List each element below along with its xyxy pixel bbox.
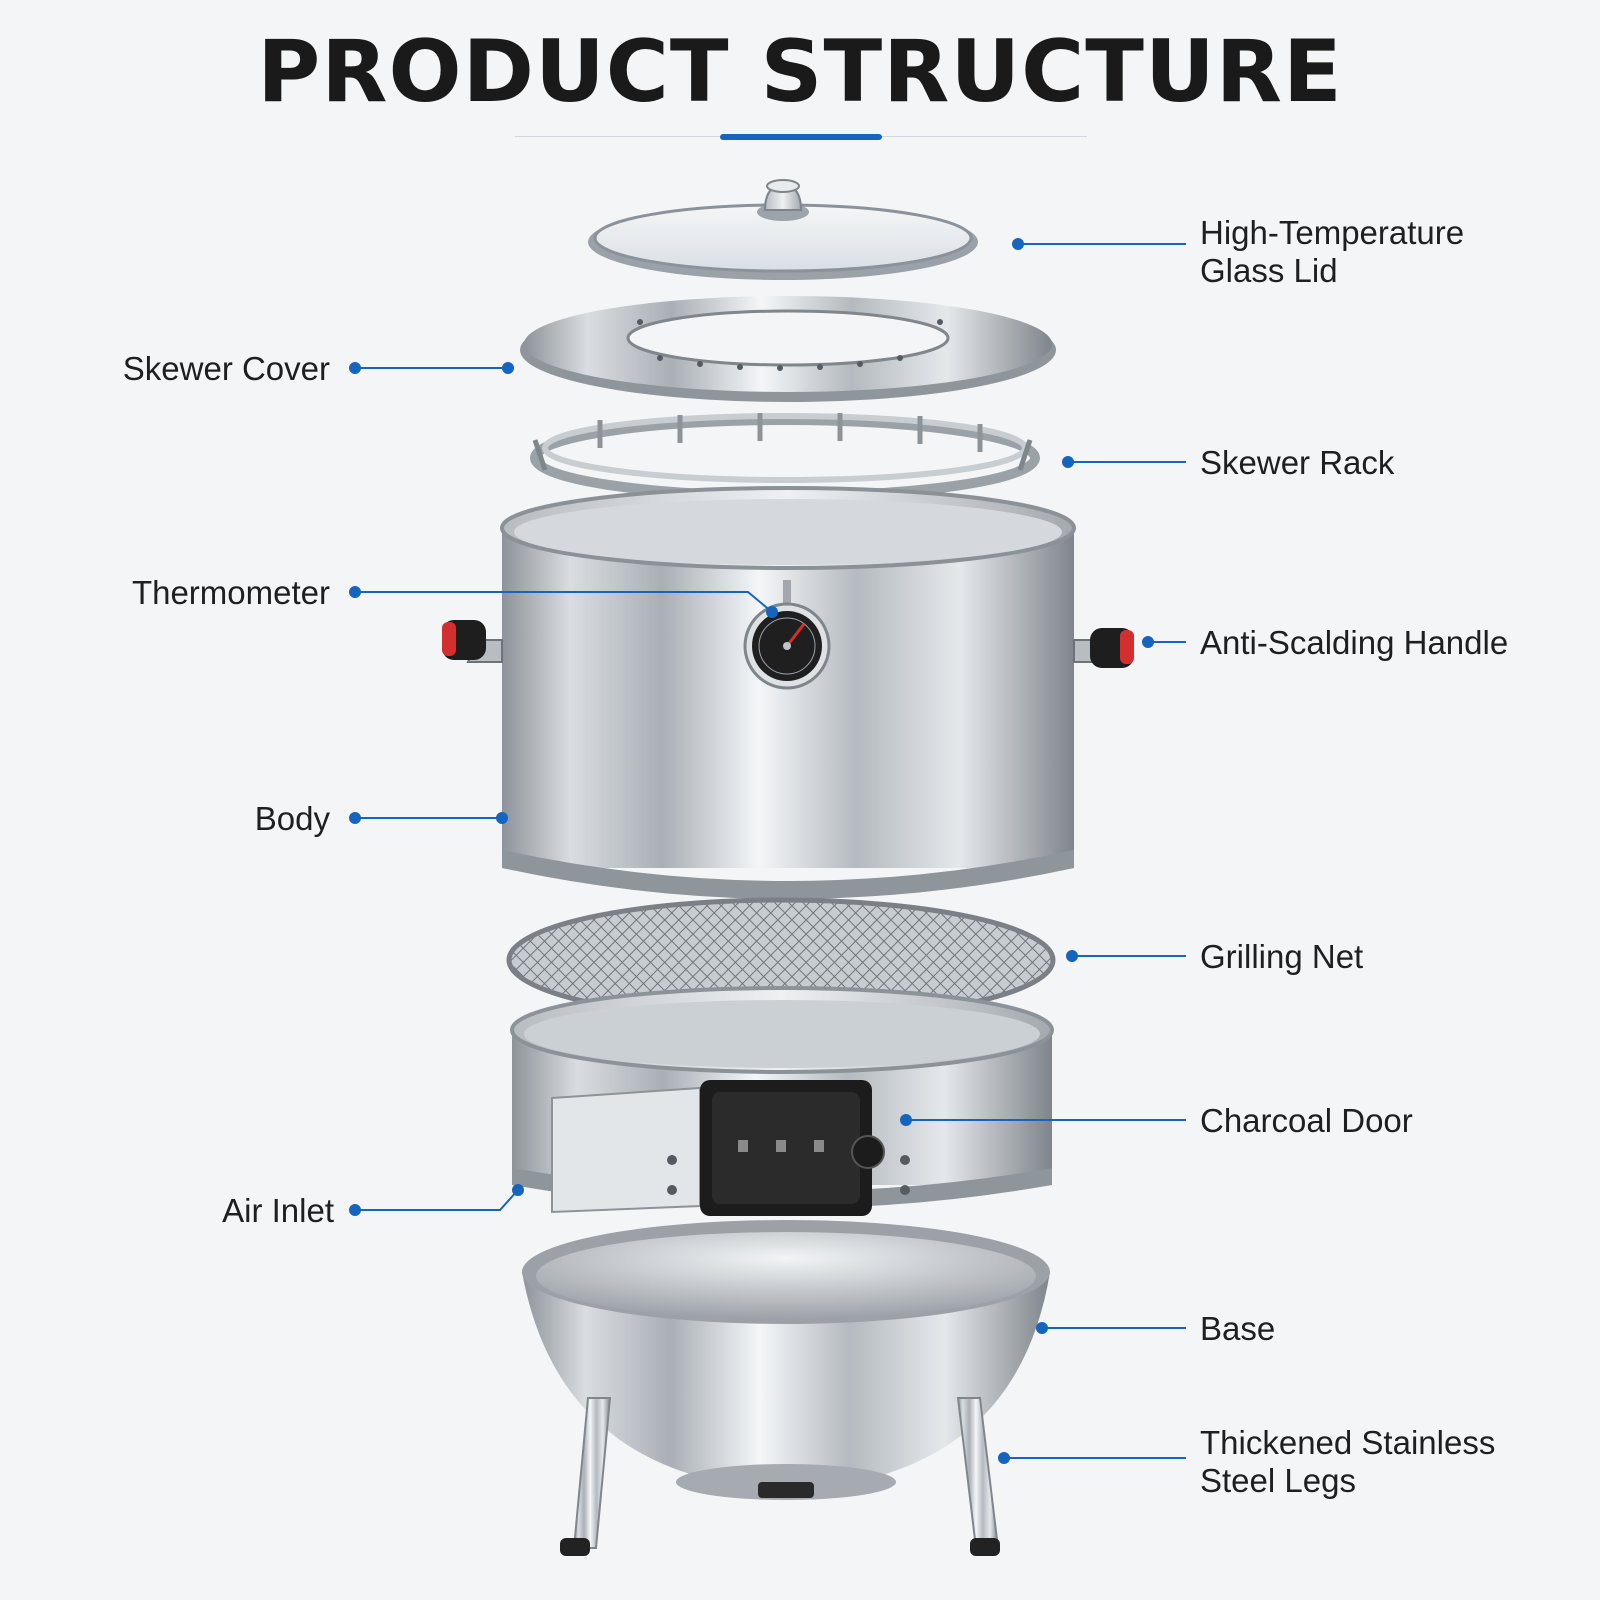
skewer-rack: [530, 413, 1040, 501]
label-skewer-rack: Skewer Rack: [1200, 444, 1395, 481]
label-body: Body: [254, 800, 330, 837]
glass-lid: [588, 179, 978, 280]
air-inlet-shutter: [551, 1086, 701, 1214]
charcoal-chamber: [510, 986, 1054, 1216]
leader-lines: [349, 238, 1186, 1464]
charcoal-door: [700, 1080, 910, 1216]
label-thermometer: Thermometer: [131, 574, 330, 611]
label-charcoal-door: Charcoal Door: [1200, 1102, 1413, 1139]
label-grilling-net: Grilling Net: [1200, 938, 1364, 975]
anti-scalding-handle: [442, 620, 1134, 668]
body: [442, 486, 1134, 899]
label-skewer-cover: Skewer Cover: [122, 350, 330, 387]
label-base: Base: [1200, 1310, 1276, 1347]
label-legs: Thickened Stainless Steel Legs: [1200, 1424, 1495, 1500]
label-legs-line2: Steel Legs: [1200, 1462, 1356, 1499]
base-bowl: [522, 1220, 1050, 1500]
title-accent-bar: [720, 134, 882, 140]
label-anti-scalding-handle: Anti-Scalding Handle: [1200, 624, 1509, 661]
label-legs-line1: Thickened Stainless: [1200, 1424, 1496, 1461]
label-air-inlet: Air Inlet: [222, 1192, 334, 1229]
label-glass-lid: High-Temperature Glass Lid: [1200, 214, 1464, 290]
thermometer-gauge: [743, 580, 831, 690]
skewer-cover: [520, 296, 1056, 402]
label-glass-lid-line2: Glass Lid: [1200, 252, 1338, 289]
steel-legs: [560, 1397, 1000, 1556]
label-glass-lid-line1: High-Temperature: [1200, 214, 1465, 251]
page-title: PRODUCT STRUCTURE: [257, 22, 1343, 122]
